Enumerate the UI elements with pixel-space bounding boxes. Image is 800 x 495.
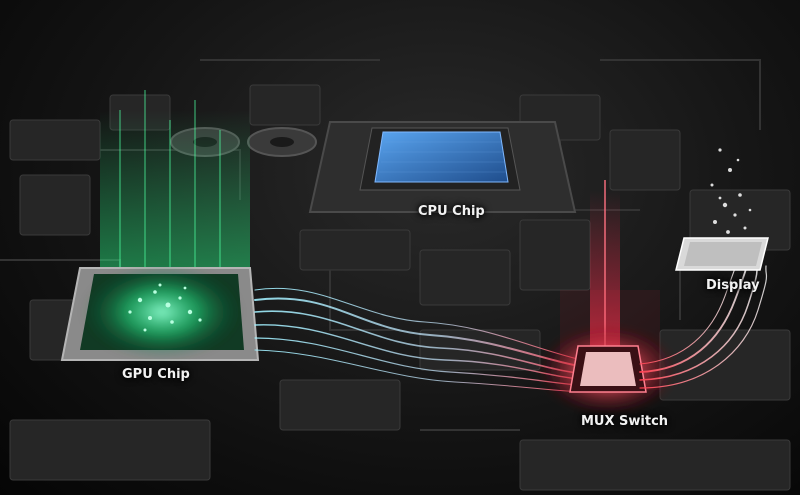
mux-switch-icon [538,325,678,415]
board-circuitry [9,84,791,491]
mux-switch-label: MUX Switch [581,414,669,429]
cpu-chip-icon [308,121,577,213]
gpu-chip-icon [60,264,260,361]
cpu-chip-label: CPU Chip [418,204,485,219]
display-label: Display [706,278,760,293]
gpu-chip-label: GPU Chip [122,367,190,382]
display-panel-icon [675,148,769,271]
